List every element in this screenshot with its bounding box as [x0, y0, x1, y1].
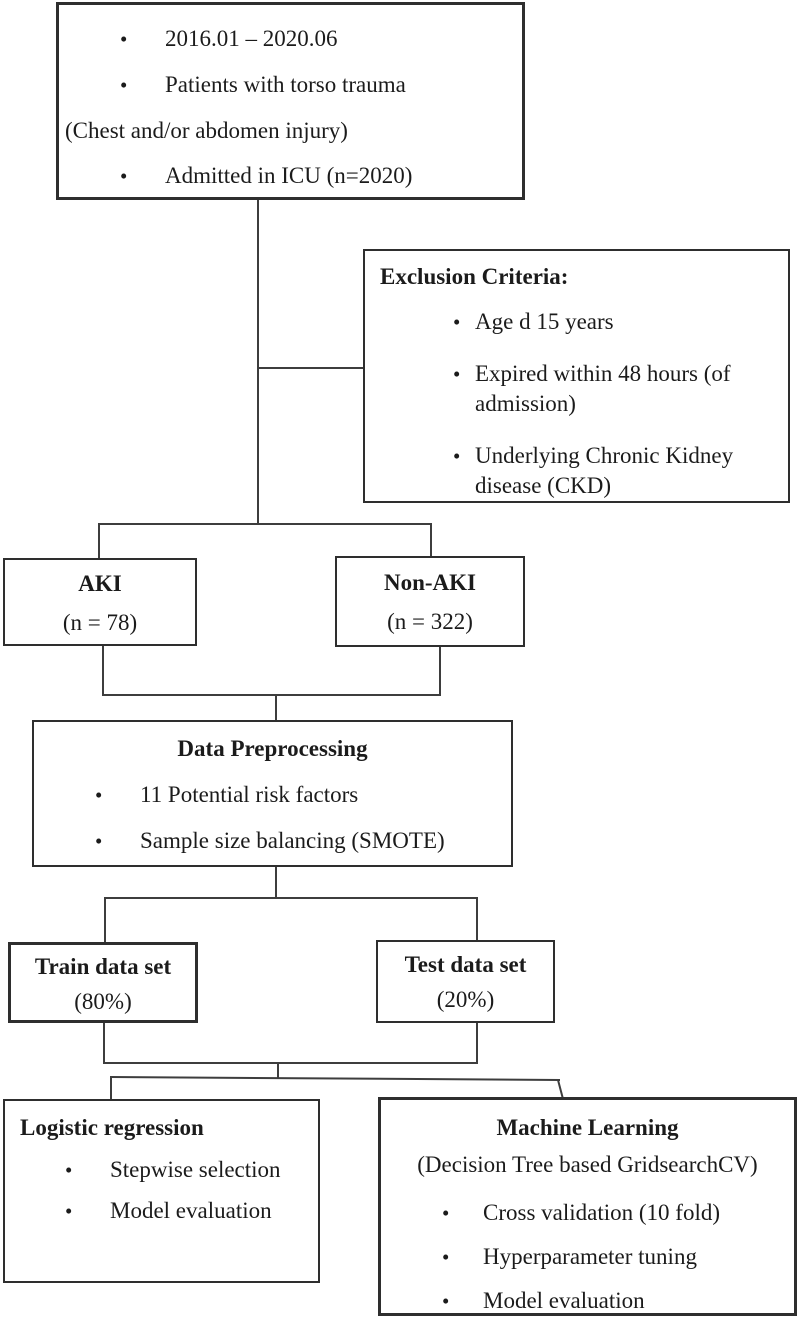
list-item: • Hyperparameter tuning [381, 1242, 794, 1272]
ml-subtitle: (Decision Tree based GridsearchCV) [417, 1152, 758, 1177]
connector-line [110, 1076, 561, 1081]
list-item: • Expired within 48 hours (of admission) [365, 359, 788, 419]
bullet-icon: • [65, 1158, 73, 1182]
bullet-icon: • [442, 1289, 450, 1313]
exclusion-title: Exclusion Criteria: [380, 264, 569, 289]
exclusion-ckd-text: Underlying Chronic Kidney disease (CKD) [475, 443, 734, 498]
machine-learning-box: Machine Learning (Decision Tree based Gr… [378, 1097, 797, 1316]
test-dataset-box: Test data set (20%) [376, 940, 555, 1023]
ml-model-evaluation-text: Model evaluation [483, 1288, 645, 1313]
non-aki-title: Non-AKI [383, 570, 476, 595]
connector-line [557, 1079, 564, 1100]
admission-count-text: Admitted in ICU (n=2020) [165, 163, 413, 188]
data-preprocessing-box: Data Preprocessing • 11 Potential risk f… [32, 720, 513, 867]
hyperparameter-tuning-text: Hyperparameter tuning [483, 1244, 697, 1269]
list-item: • 11 Potential risk factors [34, 778, 511, 812]
list-item: • 2016.01 – 2020.06 [59, 16, 522, 62]
population-text: Patients with torso trauma [165, 72, 406, 97]
list-item: • Model evaluation [381, 1286, 794, 1316]
bullet-icon: • [442, 1245, 450, 1269]
exclusion-criteria-box: Exclusion Criteria: • Age d 15 years • E… [363, 249, 790, 503]
logistic-regression-box: Logistic regression • Stepwise selection… [3, 1099, 320, 1283]
bullet-icon: • [453, 310, 461, 334]
aki-count-text: (n = 78) [62, 610, 138, 635]
smote-text: Sample size balancing (SMOTE) [140, 828, 445, 853]
inclusion-criteria-box: • 2016.01 – 2020.06 • Patients with tors… [56, 2, 525, 200]
risk-factors-text: 11 Potential risk factors [140, 782, 359, 807]
list-item: • Cross validation (10 fold) [381, 1198, 794, 1228]
test-title: Test data set [404, 952, 527, 977]
list-item: • Underlying Chronic Kidney disease (CKD… [365, 441, 788, 501]
list-item: • Admitted in ICU (n=2020) [59, 153, 522, 199]
bullet-icon: • [453, 362, 461, 386]
population-detail-text: (Chest and/or abdomen injury) [65, 118, 348, 143]
bullet-icon: • [120, 164, 128, 188]
exclusion-age-text: Age d 15 years [475, 309, 614, 334]
list-item: • Model evaluation [5, 1195, 318, 1227]
bullet-icon: • [95, 829, 103, 853]
logistic-title: Logistic regression [20, 1115, 204, 1140]
list-item: • Sample size balancing (SMOTE) [34, 824, 511, 858]
study-period-text: 2016.01 – 2020.06 [165, 26, 338, 51]
bullet-icon: • [453, 444, 461, 468]
non-aki-box: Non-AKI (n = 322) [335, 556, 525, 647]
train-dataset-box: Train data set (80%) [8, 942, 198, 1023]
aki-box: AKI (n = 78) [3, 558, 197, 646]
exclusion-expired-text: Expired within 48 hours (of admission) [475, 361, 731, 416]
ml-title: Machine Learning [496, 1115, 679, 1140]
aki-title: AKI [78, 571, 122, 596]
non-aki-count-text: (n = 322) [387, 609, 473, 634]
preprocessing-title: Data Preprocessing [177, 736, 368, 761]
list-item: • Stepwise selection [5, 1154, 318, 1186]
bullet-icon: • [120, 27, 128, 51]
stepwise-selection-text: Stepwise selection [110, 1157, 281, 1182]
train-percent-text: (80%) [74, 989, 132, 1014]
list-item: • Patients with torso trauma [59, 62, 522, 108]
bullet-icon: • [120, 73, 128, 97]
bullet-icon: • [65, 1199, 73, 1223]
train-title: Train data set [34, 954, 172, 979]
bullet-icon: • [95, 783, 103, 807]
test-percent-text: (20%) [436, 987, 495, 1012]
bullet-icon: • [442, 1201, 450, 1225]
list-item: • Age d 15 years [365, 307, 788, 337]
model-evaluation-text: Model evaluation [110, 1198, 272, 1223]
cross-validation-text: Cross validation (10 fold) [483, 1200, 720, 1225]
